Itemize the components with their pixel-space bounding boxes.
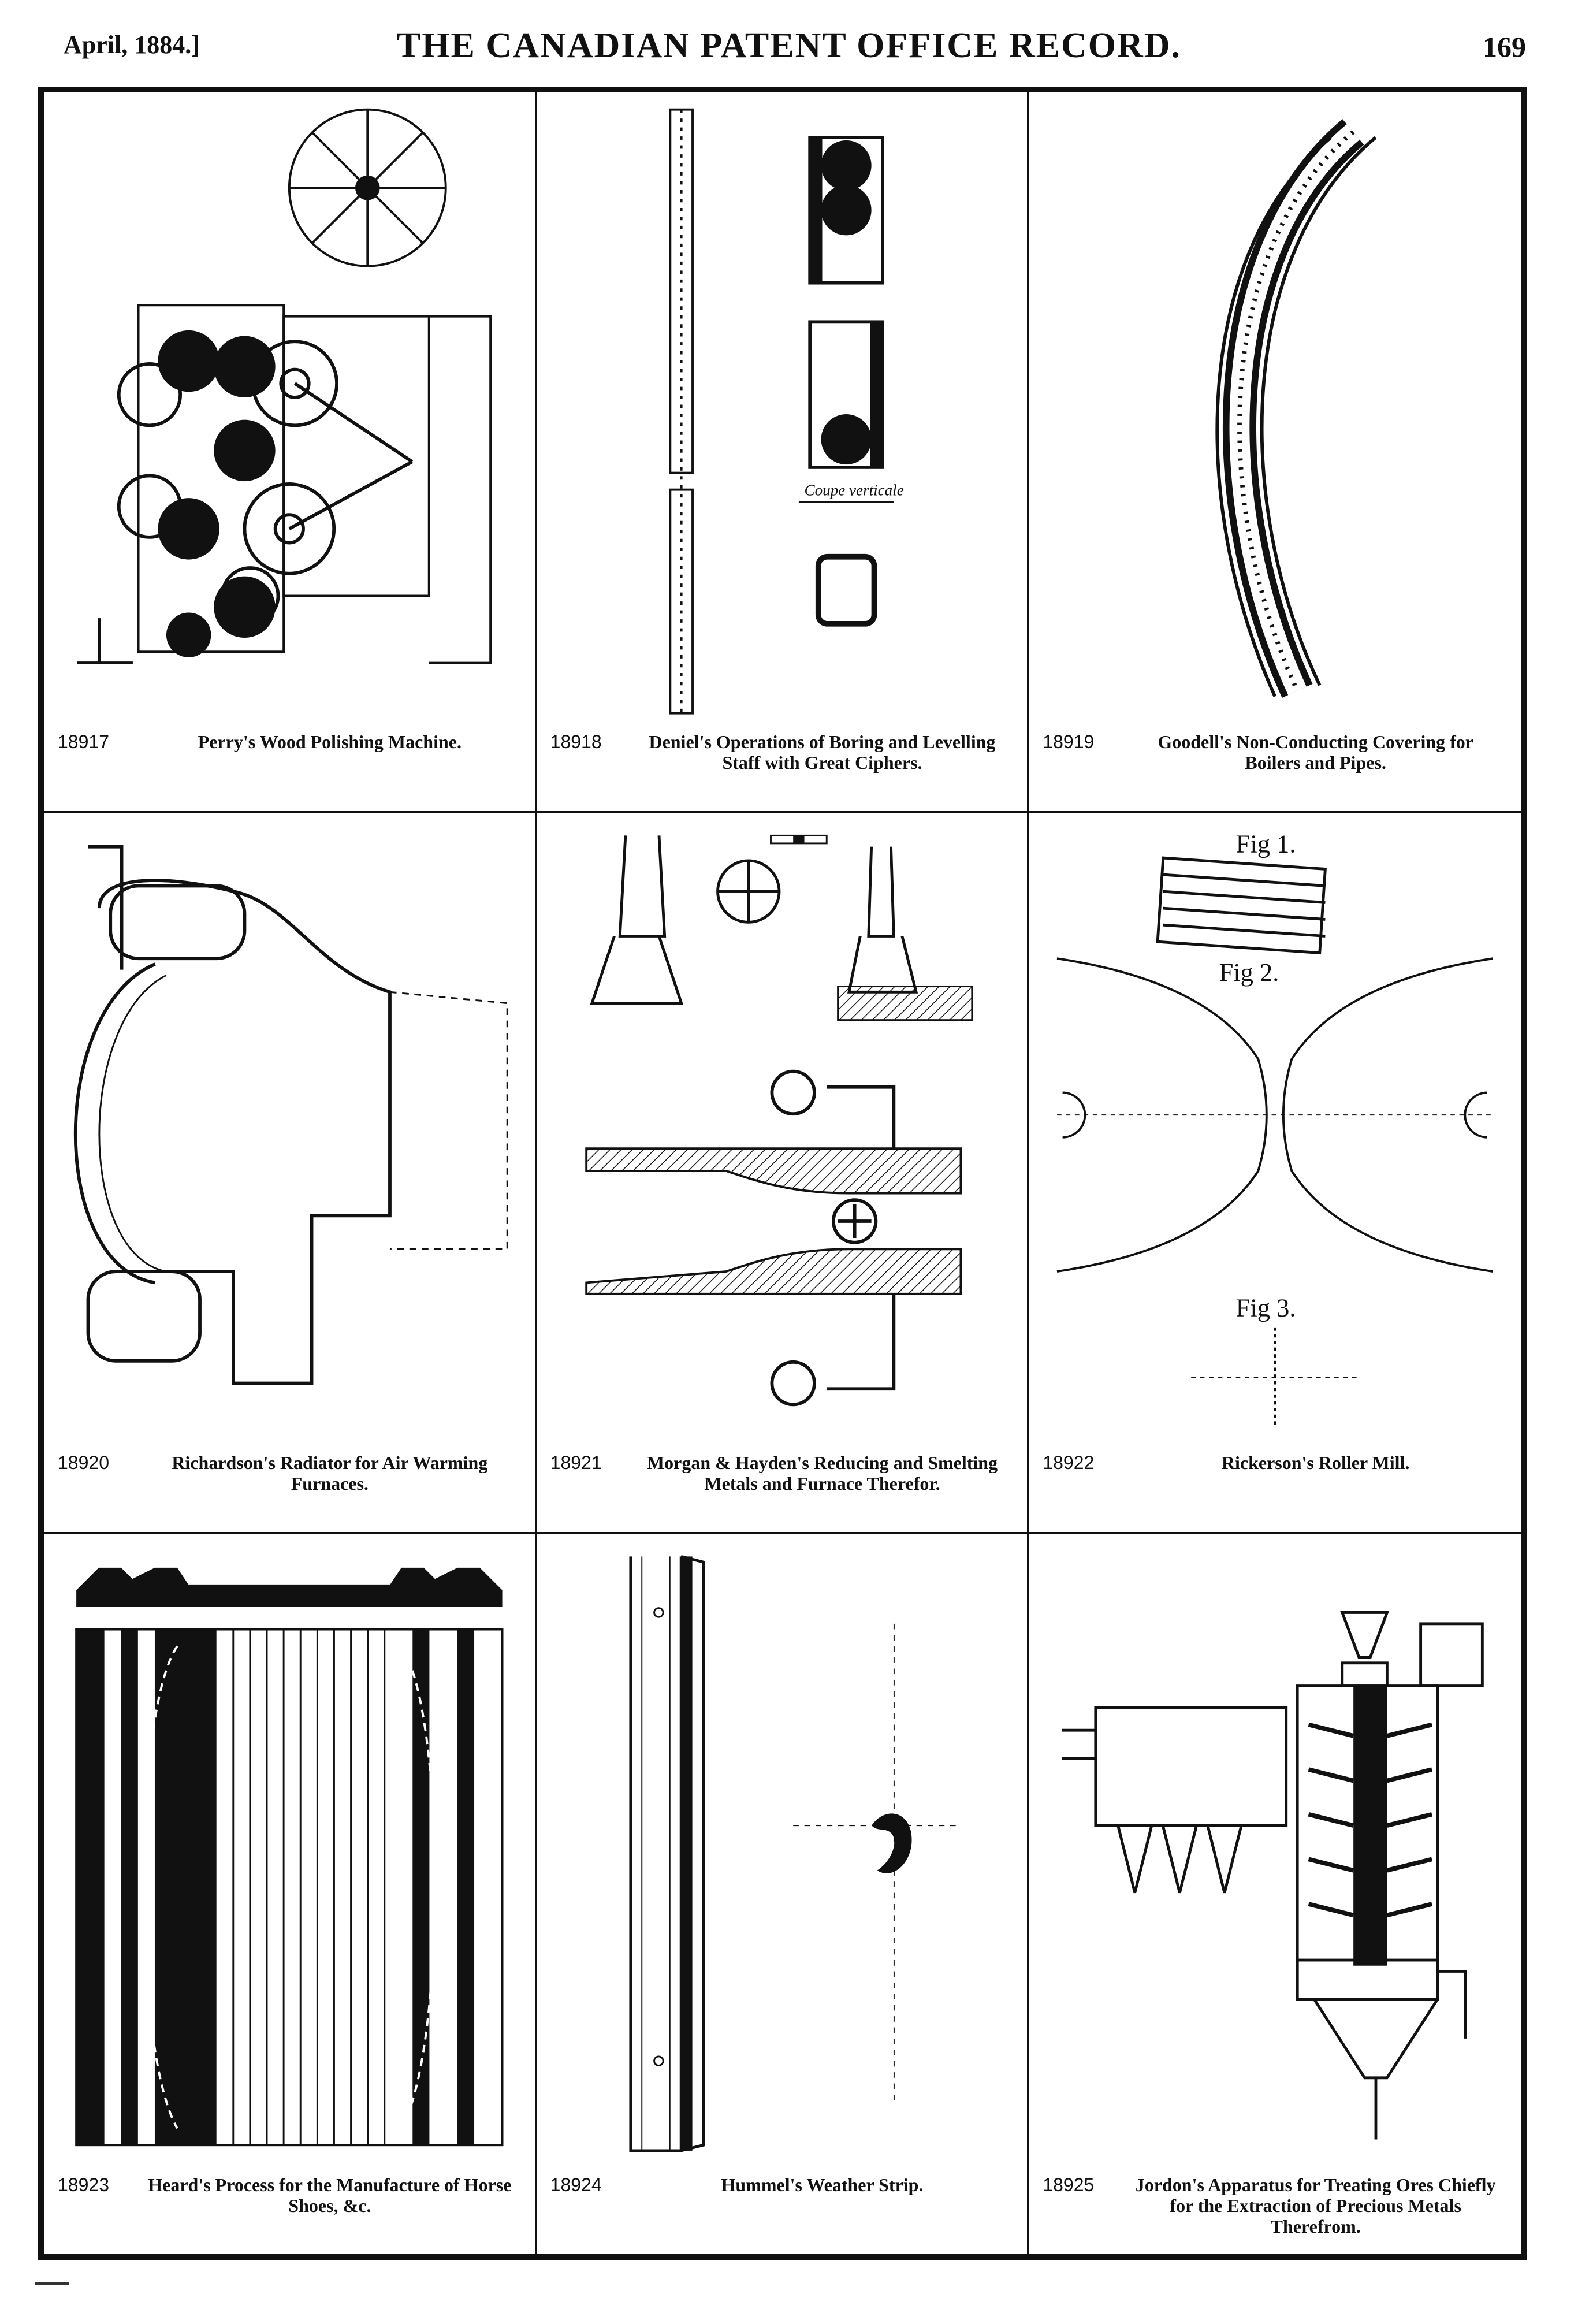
levelling-staff-drawing: Coupe verticale [669,108,903,715]
patent-cell-18925: 18925 Jordon's Apparatus for Treating Or… [1029,1534,1521,2254]
pipe-covering-drawing [1215,119,1377,698]
patent-caption: 18917 Perry's Wood Polishing Machine. [58,731,521,801]
patent-cell-18919: 18919 Goodell's Non-Conducting Covering … [1029,92,1521,813]
roller-mill-drawing: Fig 1. Fig 2. Fig 3. [1057,830,1494,1429]
patent-number: 18921 [550,1452,602,1473]
horse-shoe-process-drawing [75,1567,504,2146]
patent-cell-18918: Coupe verticale 18918 Deniel's Operation… [536,92,1029,813]
page-number: 169 [1483,31,1526,63]
patent-cell-18917: 18917 Perry's Wood Polishing Machine. [44,92,537,813]
issue-date: April, 1884.] [64,31,200,59]
section-label: Coupe verticale [804,481,903,499]
patent-title: Hummel's Weather Strip. [721,2174,924,2195]
ore-treating-apparatus-drawing [1062,1611,1484,2140]
footer-rule [35,2282,69,2285]
patent-number: 18918 [550,731,602,753]
patent-title: Jordon's Apparatus for Treating Ores Chi… [1135,2174,1496,2237]
patent-caption: 18925 Jordon's Apparatus for Treating Or… [1043,2174,1508,2244]
patent-title: Deniel's Operations of Boring and Levell… [649,731,996,774]
patent-caption: 18921 Morgan & Hayden's Reducing and Sme… [550,1452,1014,1522]
patent-title: Goodell's Non-Conducting Covering for Bo… [1158,731,1473,774]
wood-polishing-machine-drawing [77,108,492,664]
patent-caption: 18920 Richardson's Radiator for Air Warm… [58,1452,521,1522]
patent-title: Perry's Wood Polishing Machine. [198,731,462,753]
fig-label-1: Fig 1. [1236,830,1296,858]
fig-label-2: Fig 2. [1219,958,1279,987]
radiator-drawing [73,845,508,1385]
patent-number: 18920 [58,1452,109,1473]
patent-grid: 18917 Perry's Wood Polishing Machine. [44,92,1521,2254]
publication-title: THE CANADIAN PATENT OFFICE RECORD. [396,26,1182,65]
patent-number: 18919 [1043,731,1095,753]
patent-plate-frame: 18917 Perry's Wood Polishing Machine. [38,87,1527,2260]
patent-cell-18922: Fig 1. Fig 2. Fig 3. 18922 Rickerson [1029,813,1521,1534]
patent-number: 18924 [550,2174,602,2195]
patent-caption: 18918 Deniel's Operations of Boring and … [550,731,1014,801]
smelting-furnace-drawing [585,835,973,1407]
patent-caption: 18924 Hummel's Weather Strip. [550,2174,1014,2244]
patent-number: 18917 [58,731,109,753]
fig-label-3: Fig 3. [1236,1293,1296,1322]
patent-title: Heard's Process for the Manufacture of H… [148,2174,512,2216]
patent-cell-18921: 18921 Morgan & Hayden's Reducing and Sme… [536,813,1029,1534]
patent-cell-18924: 18924 Hummel's Weather Strip. [537,1533,1029,2254]
patent-title: Rickerson's Roller Mill. [1221,1452,1410,1473]
patent-number: 18923 [58,2174,109,2195]
patent-number: 18922 [1043,1452,1095,1473]
patent-caption: 18919 Goodell's Non-Conducting Covering … [1043,731,1508,801]
weather-strip-drawing [629,1555,961,2152]
page-header: April, 1884.] THE CANADIAN PATENT OFFICE… [0,0,1578,87]
patent-title: Richardson's Radiator for Air Warming Fu… [172,1452,488,1494]
patent-number: 18925 [1043,2174,1095,2195]
patent-title: Morgan & Hayden's Reducing and Smelting … [646,1452,998,1494]
patent-caption: 18922 Rickerson's Roller Mill. [1043,1452,1508,1522]
patent-caption: 18923 Heard's Process for the Manufactur… [58,2174,521,2244]
patent-cell-18923: 18923 Heard's Process for the Manufactur… [44,1533,537,2254]
patent-cell-18920: 18920 Richardson's Radiator for Air Warm… [44,813,537,1534]
